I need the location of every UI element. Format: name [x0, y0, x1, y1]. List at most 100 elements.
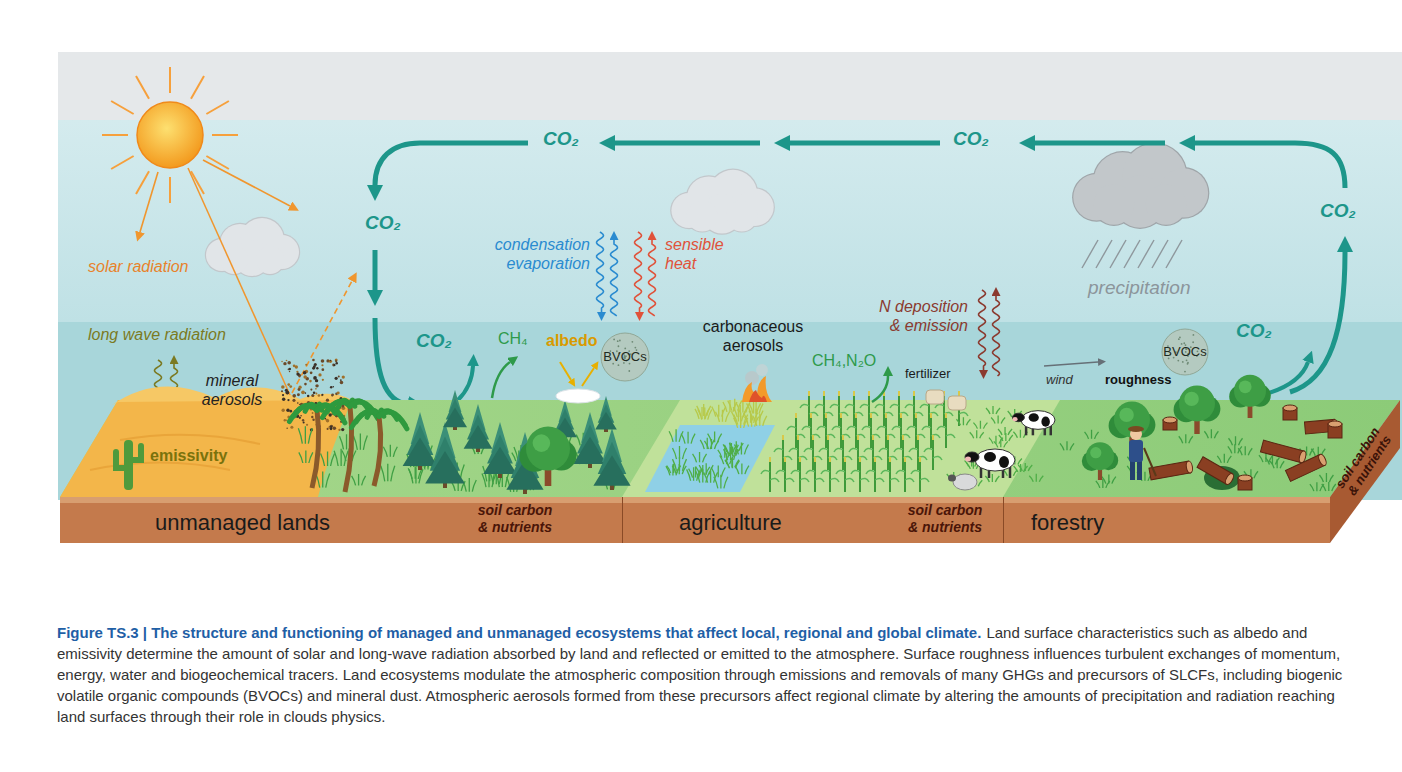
grass-tuft	[970, 430, 984, 438]
felled-log	[1260, 440, 1307, 463]
dust-particle	[304, 383, 307, 386]
log-end	[1317, 453, 1328, 466]
corn-leaf	[924, 448, 942, 460]
corn-tassel	[857, 435, 859, 440]
roughness-label: roughness	[1105, 372, 1171, 387]
soil-front-face	[60, 497, 1330, 543]
sun-ray	[212, 134, 238, 136]
dust-particle	[281, 361, 282, 362]
conifer-tree	[464, 404, 493, 452]
grass-tuft	[1102, 475, 1116, 484]
log-end	[1224, 472, 1235, 485]
grass-tuft	[352, 474, 366, 485]
soil-label: soil carbon & nutrients	[904, 502, 986, 535]
reflected-radiation	[292, 281, 352, 393]
dust-particle	[286, 419, 288, 421]
dust-particle	[290, 426, 293, 429]
dust-particle	[340, 381, 344, 385]
grass-tuft	[998, 427, 1012, 435]
conifer-tier	[593, 455, 630, 485]
conifer-tree	[443, 390, 467, 430]
grass-tuft	[1311, 447, 1325, 456]
palm-trunk	[374, 416, 381, 486]
corn-tassel	[855, 413, 857, 418]
grass-tuft	[1096, 479, 1110, 488]
corn-tassel	[915, 413, 917, 418]
caption-title: Figure TS.3 | The structure and function…	[57, 624, 981, 641]
bvoc-dot	[1192, 341, 1194, 343]
co2-label: CO₂	[1320, 200, 1356, 222]
rain-streak	[1166, 240, 1182, 268]
fertilizer-label: fertilizer	[905, 366, 951, 381]
corn-tassel	[769, 457, 771, 462]
band-label: agriculture	[679, 510, 782, 536]
cloud	[205, 217, 300, 277]
corn-stalk	[904, 462, 906, 492]
dust-particle	[286, 427, 288, 429]
grass-tuft	[1228, 444, 1242, 453]
dust-particle	[321, 368, 324, 371]
dust-particle	[292, 399, 295, 402]
band-label: unmanaged lands	[155, 510, 330, 536]
stump-top	[1283, 405, 1297, 411]
methane-arrow	[492, 362, 510, 398]
dust-particle	[315, 393, 317, 395]
corn-tassel	[808, 391, 810, 396]
grass-tuft	[991, 415, 1005, 423]
co2-label: CO₂	[365, 212, 401, 234]
stump-top	[1238, 475, 1252, 481]
grass-tuft	[708, 432, 722, 443]
grass-tuft	[986, 406, 1000, 414]
dune-ripple	[90, 435, 260, 470]
grass-tuft	[462, 478, 476, 492]
bvoc-dot	[624, 348, 626, 350]
dust-particle	[289, 410, 292, 413]
rain-streak	[1096, 240, 1112, 268]
corn-stalk	[930, 418, 932, 448]
conifer-tier	[483, 447, 517, 474]
dust-particle	[286, 408, 289, 411]
corn-tassel	[844, 457, 846, 462]
corn-stalk	[885, 418, 887, 448]
grass-tuft	[381, 464, 395, 482]
palm-trunk	[345, 406, 352, 492]
grass-tuft	[1204, 429, 1218, 438]
dust-particle	[307, 395, 309, 397]
sheep	[948, 474, 977, 490]
grass-tuft	[698, 408, 712, 420]
dust-particle	[283, 362, 286, 365]
palm-trunk	[312, 410, 319, 488]
dust-particle	[297, 393, 300, 396]
palm-frond	[327, 401, 350, 412]
grass-tuft	[700, 438, 714, 449]
corn-tassel	[945, 413, 947, 418]
corn-tassel	[829, 457, 831, 462]
emission-arrow	[872, 376, 888, 402]
corn-tassel	[889, 457, 891, 462]
dust-particle	[326, 399, 329, 402]
conifer-tree	[593, 428, 630, 490]
grass-tuft	[735, 464, 749, 475]
co2-flow-arrow	[615, 141, 760, 146]
figure-caption: Figure TS.3 | The structure and function…	[57, 622, 1357, 727]
grass-tuft	[1085, 430, 1099, 439]
conifer-tier	[443, 408, 467, 428]
corn-stalk	[838, 396, 840, 426]
dust-particle	[289, 385, 292, 388]
dust-particle	[303, 421, 305, 423]
corn-leaf	[937, 426, 955, 438]
dust-particle	[310, 389, 312, 391]
fertilizer-bag	[948, 396, 966, 410]
dust-particle	[342, 375, 345, 378]
conifer-tree	[595, 396, 617, 432]
rain-streak	[1082, 240, 1098, 268]
dust-particle	[321, 364, 323, 366]
corn-stalk	[913, 396, 915, 426]
bvoc-dot	[628, 370, 630, 372]
forester-tool	[1144, 448, 1156, 476]
tree-canopy	[1234, 375, 1266, 407]
felled-log	[1285, 453, 1327, 481]
dust-particle	[315, 384, 318, 387]
bvoc-cloud	[601, 333, 649, 381]
